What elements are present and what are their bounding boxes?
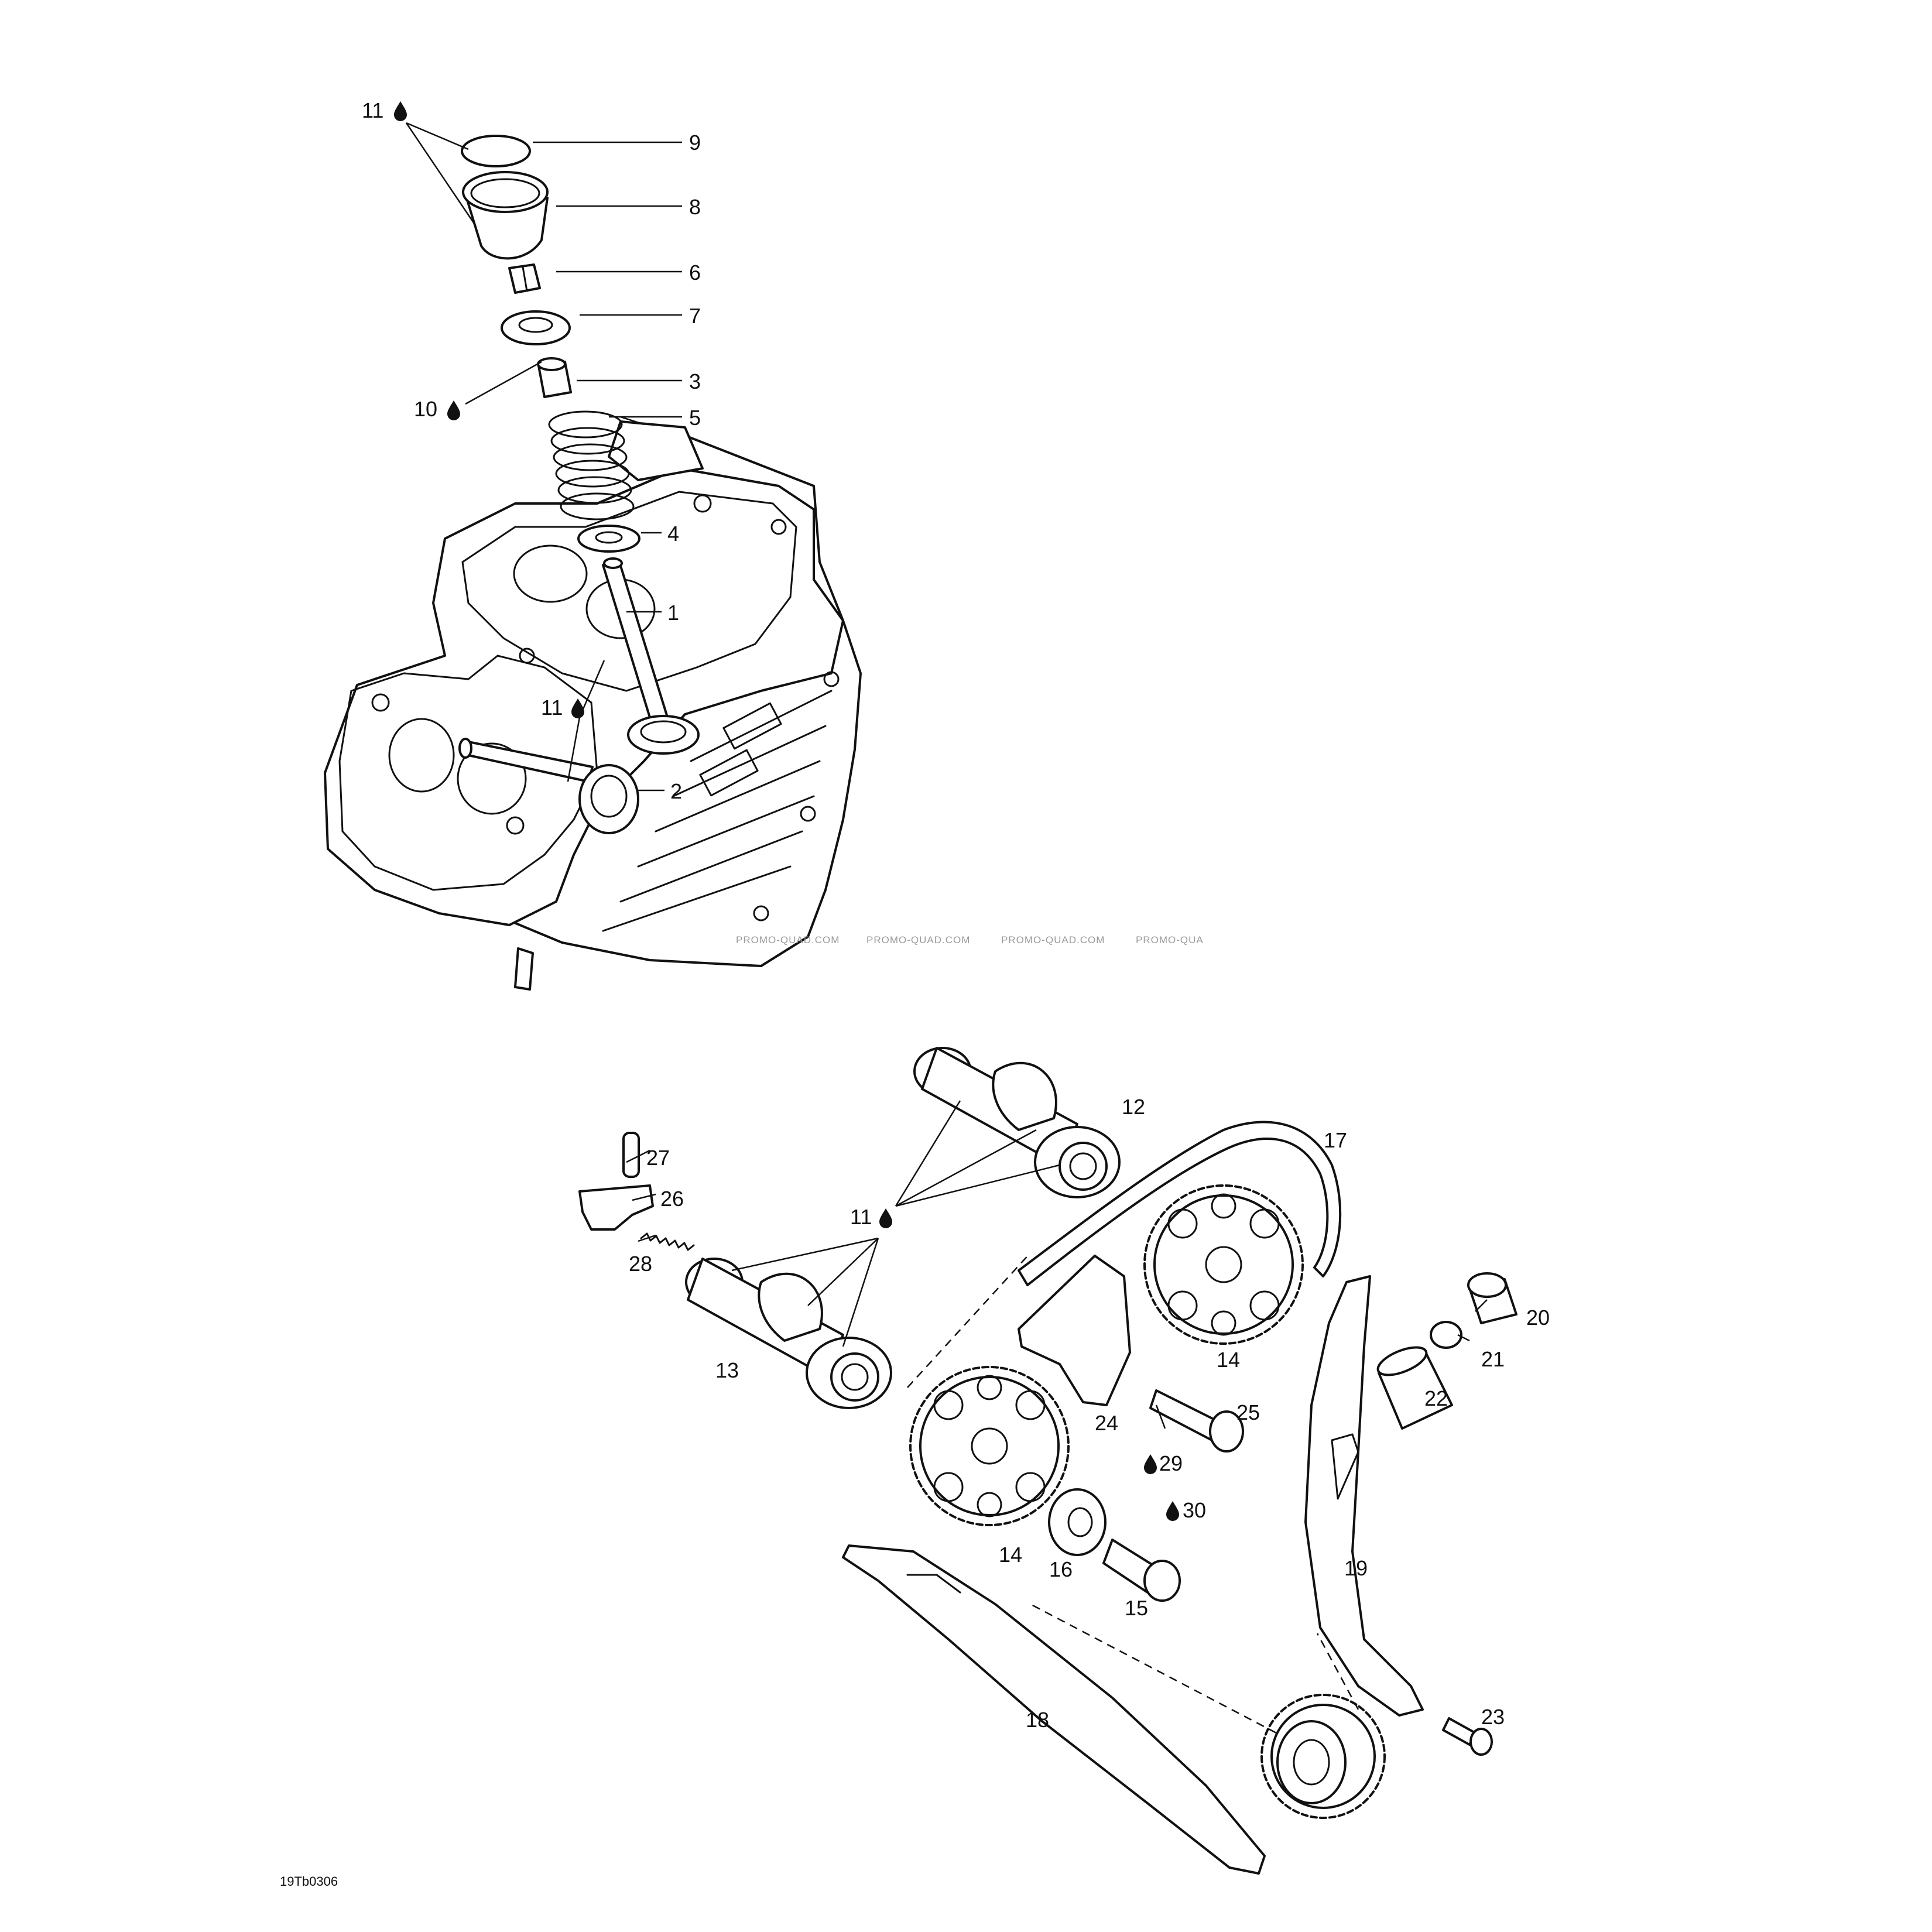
fixed-guide-part-18 xyxy=(842,1544,1266,1875)
lever-part-26 xyxy=(578,1184,654,1231)
shim-part-9 xyxy=(461,135,531,167)
callout-7: 7 xyxy=(689,304,701,328)
sprocket-lower-part-14 xyxy=(909,1366,1070,1526)
callout-9: 9 xyxy=(689,131,701,155)
callout-8: 8 xyxy=(689,195,701,219)
valve-stem-seal-part-3 xyxy=(537,357,572,398)
plug-part-20 xyxy=(1467,1272,1517,1324)
callout-25: 25 xyxy=(1236,1400,1260,1424)
camshaft-part-13 xyxy=(685,1258,892,1409)
bolt-part-15 xyxy=(1102,1539,1181,1602)
callout-1: 1 xyxy=(667,601,679,625)
callout-12: 12 xyxy=(1122,1095,1145,1119)
oil-drop-icon xyxy=(879,1208,892,1228)
watermark: PROMO-QUAD.COM PROMO-QUAD.COM PROMO-QUAD… xyxy=(736,934,1204,946)
bolt-part-23 xyxy=(1442,1717,1493,1756)
callout-21: 21 xyxy=(1481,1347,1505,1371)
o-ring-part-21 xyxy=(1430,1321,1462,1349)
timing-chain-part-17 xyxy=(1018,1121,1342,1286)
lubrication-leader-cams xyxy=(731,1100,1060,1347)
oil-drop-icon xyxy=(394,101,407,121)
sprocket-upper-part-14 xyxy=(1143,1184,1304,1345)
spring-seat-part-4 xyxy=(577,525,640,553)
callout-16: 16 xyxy=(1049,1557,1073,1581)
plunger-part-22 xyxy=(1376,1346,1453,1430)
washer-part-16 xyxy=(1048,1488,1107,1556)
crank-sprocket xyxy=(1260,1694,1386,1819)
spring-retainer-part-7 xyxy=(501,310,571,345)
callout-11-head: 11 xyxy=(541,696,563,720)
callout-2: 2 xyxy=(670,779,682,803)
callout-20: 20 xyxy=(1526,1306,1550,1330)
callout-6: 6 xyxy=(689,261,701,285)
callout-22: 22 xyxy=(1424,1386,1448,1410)
watermark-text: PROMO-QUA xyxy=(1136,934,1204,946)
callout-10: 10 xyxy=(414,397,437,421)
callout-5: 5 xyxy=(689,406,701,430)
callout-28: 28 xyxy=(629,1252,652,1276)
callout-18: 18 xyxy=(1026,1708,1049,1732)
watermark-text: PROMO-QUAD.COM xyxy=(1001,934,1105,946)
callout-14-lower: 14 xyxy=(999,1543,1022,1567)
callout-15: 15 xyxy=(1125,1596,1148,1620)
callout-23: 23 xyxy=(1481,1705,1505,1729)
oil-drop-icon xyxy=(447,400,460,420)
callout-4: 4 xyxy=(667,522,679,546)
cylinder-head xyxy=(324,420,862,991)
leader-lines-upper xyxy=(405,122,682,792)
callout-17: 17 xyxy=(1324,1128,1347,1152)
callout-30: 30 xyxy=(1183,1498,1206,1522)
valve-lower xyxy=(458,738,639,834)
spring-part-28 xyxy=(640,1232,695,1251)
callout-26: 26 xyxy=(660,1187,684,1211)
callout-labels: 9 8 6 7 3 5 4 1 2 11 10 11 12 11 27 26 2… xyxy=(362,98,1550,1732)
oil-drop-icon xyxy=(1166,1501,1179,1521)
callout-14-upper: 14 xyxy=(1217,1348,1240,1372)
camshaft-part-12 xyxy=(913,1047,1121,1198)
callout-13: 13 xyxy=(715,1358,739,1382)
valve-upper xyxy=(602,557,700,755)
watermark-text: PROMO-QUAD.COM xyxy=(736,934,840,946)
valve-spring-part-5 xyxy=(548,410,635,520)
watermark-text: PROMO-QUAD.COM xyxy=(866,934,970,946)
tensioner-guide-part-19 xyxy=(1304,1275,1424,1717)
chain-guide-part-24 xyxy=(1018,1255,1131,1406)
callout-19: 19 xyxy=(1344,1556,1368,1580)
callout-24: 24 xyxy=(1095,1411,1118,1435)
oil-drop-icon xyxy=(1144,1454,1157,1474)
callout-11-cams: 11 xyxy=(850,1205,872,1229)
callout-29: 29 xyxy=(1159,1451,1183,1475)
tappet-part-8 xyxy=(462,171,549,260)
drawing-code: 19Tb0306 xyxy=(280,1874,338,1889)
callout-3: 3 xyxy=(689,369,701,393)
chain-path-dashed xyxy=(907,1252,1359,1734)
pin-part-27 xyxy=(622,1132,640,1178)
callout-27: 27 xyxy=(646,1146,670,1170)
callout-11-top: 11 xyxy=(362,98,383,122)
valve-keeper-part-6 xyxy=(508,263,541,294)
bolt-part-25 xyxy=(1149,1389,1244,1453)
leader-lines-lower xyxy=(626,1149,1488,1429)
